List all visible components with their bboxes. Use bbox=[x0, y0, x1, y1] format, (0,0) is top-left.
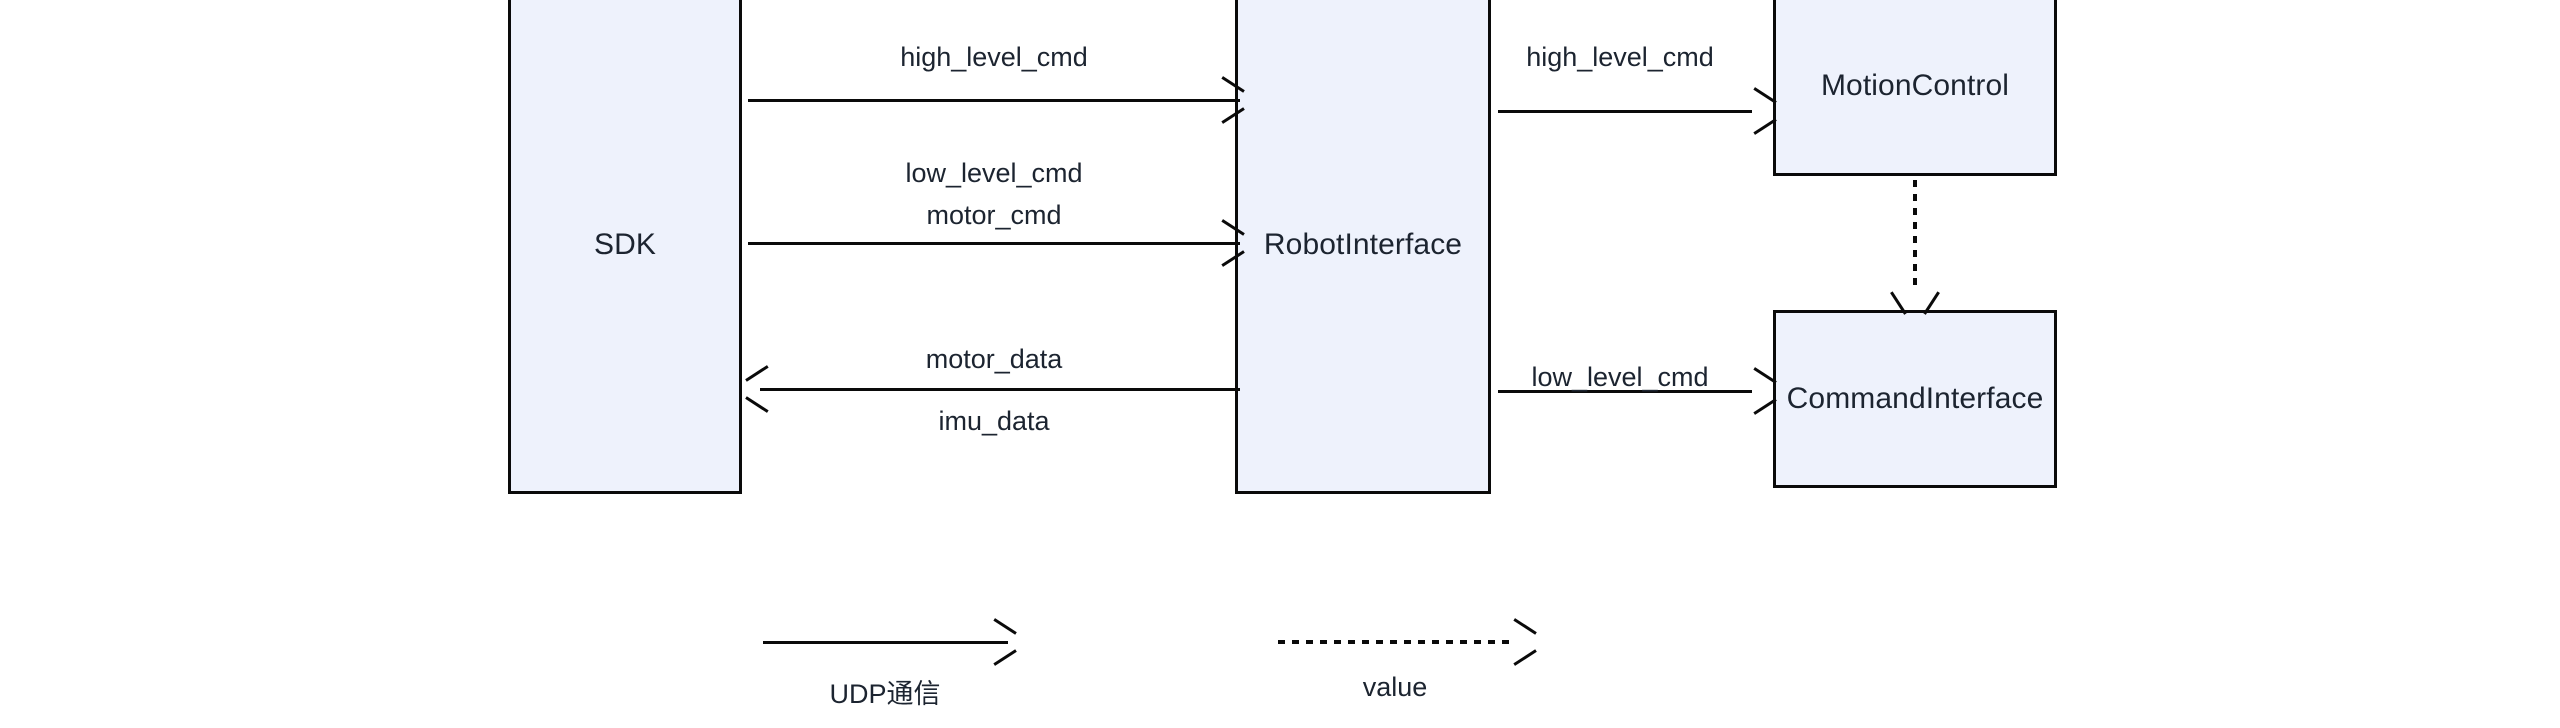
node-motioncontrol[interactable]: MotionControl bbox=[1773, 0, 2057, 176]
arrowhead-right-icon bbox=[1750, 97, 1770, 125]
arrowhead-right-icon bbox=[990, 628, 1010, 656]
edge-line bbox=[1498, 110, 1752, 113]
edge-label-imu-data: imu_data bbox=[938, 406, 1050, 436]
edge-label-low-level-cmd-right: low_level_cmd bbox=[1531, 362, 1709, 392]
edge-line bbox=[760, 388, 1240, 391]
node-robotinterface[interactable]: RobotInterface bbox=[1235, 0, 1491, 494]
node-sdk[interactable]: SDK bbox=[508, 0, 742, 494]
arrowhead-right-icon bbox=[1510, 628, 1530, 656]
node-robotinterface-label: RobotInterface bbox=[1263, 228, 1463, 261]
edge-label-high-level-cmd-left: high_level_cmd bbox=[900, 42, 1088, 72]
edge-line bbox=[748, 99, 1240, 102]
arrowhead-left-icon bbox=[752, 375, 772, 403]
legend-line-dotted bbox=[1278, 640, 1516, 644]
legend-label-udp: UDP通信 bbox=[829, 679, 941, 709]
edge-label-motor-data: motor_data bbox=[925, 344, 1063, 374]
arrowhead-right-icon bbox=[1218, 86, 1238, 114]
arrowhead-down-icon bbox=[1901, 288, 1929, 310]
node-sdk-label: SDK bbox=[594, 228, 656, 261]
edge-line bbox=[748, 242, 1240, 245]
edge-label-high-level-cmd-right: high_level_cmd bbox=[1526, 42, 1714, 72]
legend-label-value: value bbox=[1362, 672, 1428, 702]
edge-label-low-level-cmd: low_level_cmd bbox=[905, 158, 1083, 188]
legend-line-solid bbox=[763, 641, 1008, 644]
node-commandinterface[interactable]: CommandInterface bbox=[1773, 310, 2057, 488]
node-commandinterface-label: CommandInterface bbox=[1786, 382, 2044, 415]
edge-line-dotted bbox=[1913, 180, 1917, 290]
node-motioncontrol-label: MotionControl bbox=[1820, 69, 2010, 102]
edge-label-motor-cmd: motor_cmd bbox=[926, 200, 1062, 230]
edge-line bbox=[1498, 390, 1752, 393]
arrowhead-right-icon bbox=[1218, 229, 1238, 257]
